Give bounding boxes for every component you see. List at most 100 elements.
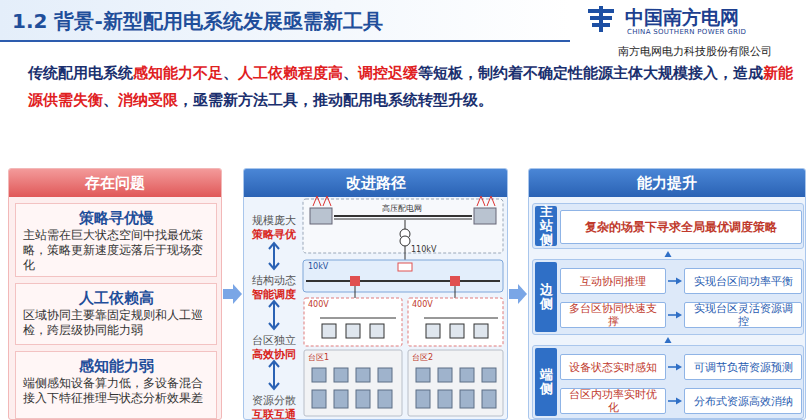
layer-tag: 主站侧 bbox=[535, 206, 557, 246]
label: 资源分散 bbox=[247, 393, 301, 408]
capability-box: 分布式资源高效消纳 bbox=[684, 388, 802, 414]
capability-box: 可调节负荷资源预测 bbox=[684, 354, 802, 380]
problem-box: 感知能力弱端侧感知设备算力低，多设备混合接入下特征推理与状态分析效果差 bbox=[15, 351, 217, 419]
drop bbox=[355, 286, 356, 298]
slide-title: 1.2 背景-新型配用电系统发展亟需新工具 bbox=[12, 8, 383, 35]
heading: 边侧 bbox=[540, 283, 553, 312]
panel-header: 改进路径 bbox=[244, 169, 507, 197]
label: 10kV bbox=[308, 262, 328, 271]
label: 110kV bbox=[411, 245, 436, 254]
body-text: 区域协同主要靠固定规则和人工巡检，跨层级协同能力弱 bbox=[23, 308, 209, 338]
connector bbox=[668, 312, 682, 319]
capability-box: 互动协同推理 bbox=[560, 268, 666, 294]
label: 策略寻优 bbox=[247, 227, 301, 242]
switch bbox=[350, 276, 360, 286]
lv-area-2 bbox=[408, 298, 503, 346]
highlight-text: 感知能力不足 bbox=[133, 64, 223, 82]
label: 400V bbox=[412, 300, 433, 309]
device-icon bbox=[334, 368, 348, 382]
title-band bbox=[0, 0, 570, 40]
connector bbox=[668, 278, 682, 285]
connector-line bbox=[668, 366, 676, 368]
problem-box: 策略寻优慢主站需在巨大状态空间中找最优策略，策略更新速度远落后于现场变化 bbox=[15, 203, 217, 277]
panel: 存在问题策略寻优慢主站需在巨大状态空间中找最优策略，策略更新速度远落后于现场变化… bbox=[8, 168, 222, 420]
label: 高压配电网 bbox=[382, 203, 422, 214]
device-icon bbox=[356, 390, 370, 408]
hv-line bbox=[334, 215, 472, 217]
heading: 主站侧 bbox=[540, 205, 553, 248]
layer-section: 边侧 互动协同推理 实现台区间功率平衡多台区协同快速支撑实现台区灵活资源调控 bbox=[532, 259, 804, 335]
capability-box: 多台区协同快速支撑 bbox=[560, 302, 666, 328]
arrowhead bbox=[676, 398, 682, 405]
label: 南方电网电力科技股份有限公司 bbox=[618, 44, 772, 59]
hv-line bbox=[334, 219, 472, 220]
label: CHINA SOUTHERN POWER GRID bbox=[627, 28, 746, 36]
substation-right bbox=[474, 196, 496, 224]
mv-bus bbox=[306, 280, 500, 282]
connector-line bbox=[223, 289, 233, 299]
highlight-text: 人工依赖程度高 bbox=[238, 64, 343, 82]
switch bbox=[450, 276, 460, 286]
hv-area bbox=[303, 199, 503, 253]
device-icon bbox=[334, 390, 348, 408]
paragraph-text: 、 bbox=[223, 64, 238, 82]
capability-box: 实现台区灵活资源调控 bbox=[684, 302, 802, 328]
device-area-2 bbox=[408, 350, 503, 416]
arrowhead bbox=[665, 337, 672, 343]
heading: 设备状态实时感知 bbox=[569, 361, 657, 374]
heading: 可调节负荷资源预测 bbox=[694, 361, 793, 374]
device-icon bbox=[312, 368, 326, 382]
arrowhead bbox=[518, 284, 527, 304]
transformer bbox=[400, 236, 410, 246]
device-icon bbox=[378, 390, 392, 408]
heading: 端侧 bbox=[540, 368, 553, 397]
problem-box: 人工依赖高区域协同主要靠固定规则和人工巡检，跨层级协同能力弱 bbox=[15, 283, 217, 345]
heading: 存在问题 bbox=[85, 174, 145, 193]
device-icon bbox=[438, 368, 452, 382]
connector-line bbox=[668, 314, 676, 316]
capability-box: 设备状态实时感知 bbox=[560, 354, 666, 380]
drop bbox=[455, 286, 456, 298]
device-icon bbox=[482, 368, 496, 382]
device-area-1 bbox=[304, 350, 402, 416]
device-icon bbox=[482, 390, 496, 408]
connector-line bbox=[668, 400, 676, 402]
lv-area-1 bbox=[304, 298, 402, 346]
arrowhead bbox=[676, 312, 682, 319]
capability-box: 复杂的场景下寻求全局最优调度策略 bbox=[560, 210, 802, 244]
label: 台区1 bbox=[308, 352, 329, 363]
heading: 实现台区间功率平衡 bbox=[694, 275, 793, 288]
device-icon bbox=[416, 390, 430, 408]
highlight-text: 调控迟缓 bbox=[358, 64, 418, 82]
heading: 互动协同推理 bbox=[580, 275, 646, 288]
paragraph-text: 、 bbox=[343, 64, 358, 82]
label: 智能调度 bbox=[247, 287, 301, 302]
mv-area bbox=[303, 260, 503, 292]
device-icon bbox=[312, 390, 326, 408]
substation-left bbox=[310, 196, 332, 224]
device-icon bbox=[460, 390, 474, 408]
device-icons bbox=[312, 368, 496, 408]
heading: 复杂的场景下寻求全局最优调度策略 bbox=[585, 221, 777, 234]
label: 结构动态 bbox=[247, 273, 301, 288]
connector bbox=[665, 337, 672, 343]
device-icon bbox=[460, 368, 474, 382]
paragraph-text: 等短板，制约着不确定性能源主体大规模接入，造成 bbox=[418, 64, 763, 82]
connector-line bbox=[509, 289, 518, 299]
logo-icon bbox=[588, 6, 614, 32]
paragraph-text: 传统配用电系统 bbox=[28, 64, 133, 82]
highlight-text: 消纳受限 bbox=[118, 91, 178, 109]
layer-section: 主站侧 复杂的场景下寻求全局最优调度策略 bbox=[532, 203, 804, 249]
arrowhead bbox=[665, 251, 672, 257]
device-icon bbox=[438, 390, 452, 408]
label: 台区2 bbox=[412, 352, 433, 363]
updown-arrows bbox=[269, 243, 279, 389]
intro-paragraph: 传统配用电系统感知能力不足、人工依赖程度高、调控迟缓等短板，制约着不确定性能源主… bbox=[28, 60, 800, 114]
paragraph-text: 、 bbox=[103, 91, 118, 109]
label: 高效协同 bbox=[247, 347, 301, 362]
heading: 能力提升 bbox=[637, 174, 697, 193]
capability-box: 实现台区间功率平衡 bbox=[684, 268, 802, 294]
connector-line bbox=[668, 280, 676, 282]
device-icon bbox=[416, 368, 430, 382]
title-rule bbox=[0, 40, 570, 42]
